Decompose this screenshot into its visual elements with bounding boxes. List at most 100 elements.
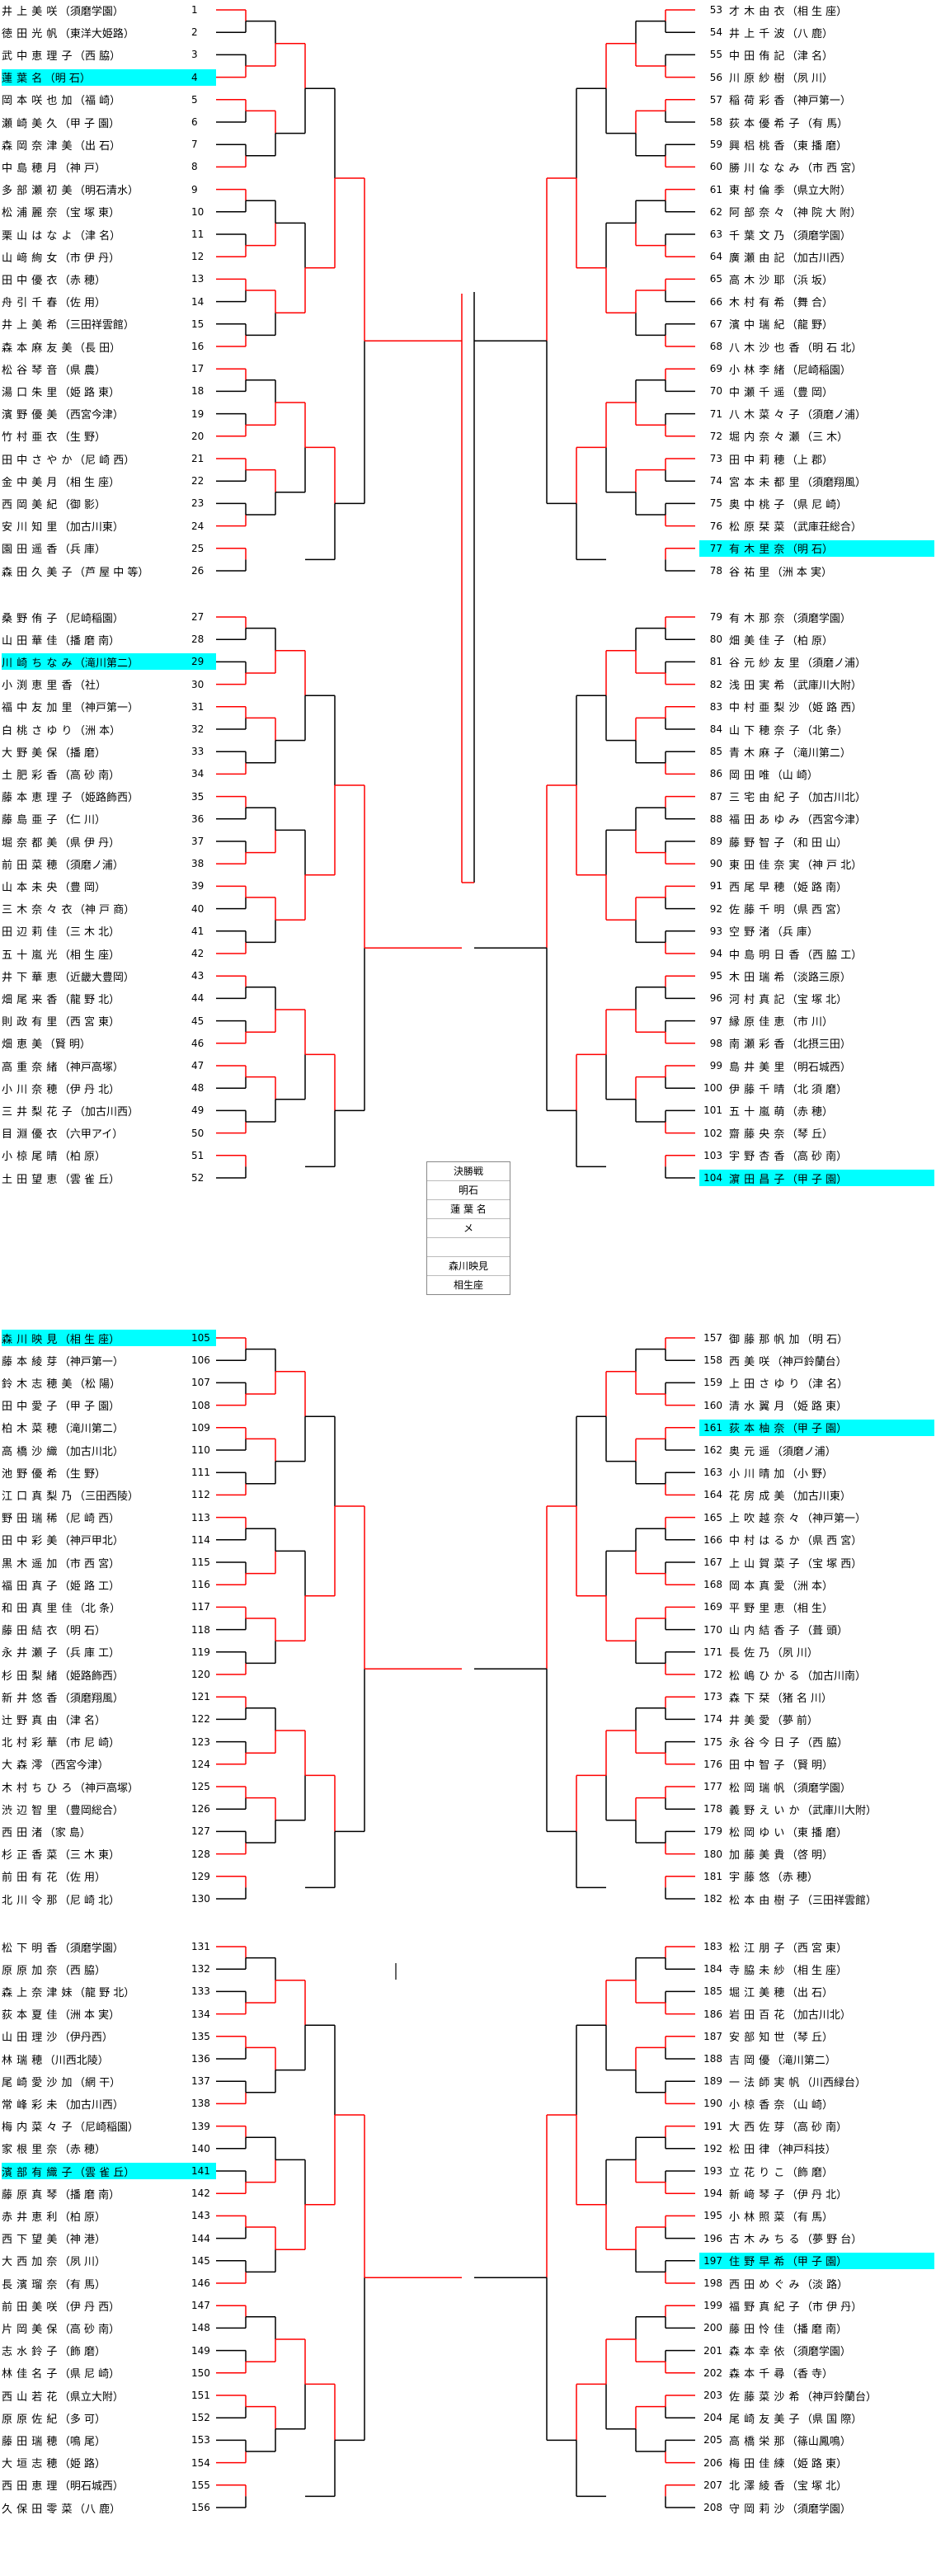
player-school: （尼崎稲園） bbox=[59, 612, 124, 625]
player-entry-left: 大 森 澪（西宮今津）124 bbox=[2, 1756, 216, 1773]
seed-number: 127 bbox=[191, 1825, 210, 1838]
player-entry-left: 辻 野 真 由（津 名）122 bbox=[2, 1711, 216, 1727]
seed-number: 101 bbox=[703, 1104, 722, 1117]
player-school: （姫 路 東） bbox=[59, 386, 120, 399]
seed-number: 188 bbox=[703, 2053, 722, 2065]
player-school: （明 石） bbox=[786, 544, 834, 557]
player-school: （武庫荘総合） bbox=[786, 521, 862, 535]
seed-number: 43 bbox=[191, 970, 205, 982]
player-school: （津 名） bbox=[786, 49, 834, 63]
player-name: 藤 原 真 琴 bbox=[2, 2188, 58, 2202]
player-school: （姫路飾西） bbox=[74, 792, 139, 805]
player-name: 荻 本 優 希 子 bbox=[729, 117, 801, 130]
seed-number: 98 bbox=[709, 1037, 722, 1049]
player-name: 西 岡 美 紀 bbox=[2, 498, 58, 511]
player-entry-left: 和 田 真 里 佳（北 条）117 bbox=[2, 1599, 216, 1615]
player-name: 大 野 美 保 bbox=[2, 746, 58, 760]
player-name: 西 美 咲 bbox=[729, 1355, 770, 1368]
player-school: （神戸甲北） bbox=[59, 1535, 124, 1548]
player-name: 木 村 有 希 bbox=[729, 297, 785, 310]
player-name: 西 尾 早 穂 bbox=[729, 881, 785, 894]
player-entry-left: 松 浦 麗 奈（宝 塚 東）10 bbox=[2, 204, 216, 220]
player-name: 有 木 那 奈 bbox=[729, 612, 785, 625]
player-school: （洲 本 実） bbox=[59, 2009, 120, 2023]
seed-number: 71 bbox=[709, 407, 722, 420]
player-name: 福 野 真 紀 子 bbox=[729, 2301, 801, 2314]
player-name: 島 井 美 里 bbox=[729, 1061, 785, 1074]
seed-number: 100 bbox=[703, 1082, 722, 1095]
player-school: （鳴 尾） bbox=[59, 2435, 106, 2448]
player-school: （北 条） bbox=[74, 1602, 121, 1615]
player-school: （伊丹西） bbox=[59, 2032, 113, 2045]
player-name: 八 木 沙 也 香 bbox=[729, 341, 801, 355]
seed-number: 18 bbox=[191, 385, 205, 398]
player-entry-left: 田 中 彩 美（神戸甲北）114 bbox=[2, 1532, 216, 1548]
seed-number: 147 bbox=[191, 2300, 210, 2312]
seed-number: 142 bbox=[191, 2187, 210, 2200]
seed-number: 32 bbox=[191, 723, 205, 735]
player-name: 上 田 さ ゆ り bbox=[729, 1377, 801, 1391]
player-school: （姫 路） bbox=[59, 2458, 106, 2471]
player-school: （武庫川大附） bbox=[786, 680, 862, 693]
player-school: （相 生 座） bbox=[786, 1964, 848, 1977]
final-result-legend: 決勝戦 明石 蓮 葉 名 メ 森川映見 相生座 bbox=[426, 1161, 510, 1295]
seed-number: 136 bbox=[191, 2053, 210, 2065]
player-name: 林 瑞 穂 bbox=[2, 2054, 43, 2067]
player-school: （仁 川） bbox=[59, 814, 106, 827]
player-entry-left: 西 山 若 花（県立大附）151 bbox=[2, 2387, 216, 2404]
player-entry-left: 黒 木 遥 加（市 西 宮）115 bbox=[2, 1554, 216, 1571]
seed-number: 132 bbox=[191, 1963, 210, 1976]
player-school: （県 西 宮） bbox=[786, 904, 848, 917]
player-entry-left: 川 崎 ち な み（滝川第二）29 bbox=[2, 653, 216, 671]
player-school: （賢 明） bbox=[786, 1759, 834, 1773]
player-school: （夙 川） bbox=[786, 73, 834, 86]
seed-number: 81 bbox=[709, 656, 722, 668]
player-school: （佐 用） bbox=[59, 1872, 106, 1885]
player-school: （篠山鳳鳴） bbox=[786, 2435, 851, 2448]
seed-number: 140 bbox=[191, 2142, 210, 2155]
player-name: 田 中 智 子 bbox=[729, 1759, 785, 1773]
seed-number: 11 bbox=[191, 228, 205, 240]
player-entry-left: 土 肥 彩 香（高 砂 南）34 bbox=[2, 765, 216, 782]
seed-number: 133 bbox=[191, 1985, 210, 1998]
player-school: （北 須 磨） bbox=[786, 1083, 848, 1096]
player-name: 守 岡 莉 沙 bbox=[729, 2503, 785, 2516]
player-school: （明石清水） bbox=[74, 185, 139, 198]
player-name: 濱 部 有 織 子 bbox=[2, 2166, 73, 2179]
player-name: 常 峰 彩 未 bbox=[2, 2098, 58, 2112]
player-entry-left: 藤 島 亜 子（仁 川）36 bbox=[2, 811, 216, 827]
seed-number: 150 bbox=[191, 2366, 210, 2379]
player-entry-left: 三 木 奈 々 衣（神 戸 商）40 bbox=[2, 901, 216, 917]
player-school: （赤 穂） bbox=[59, 274, 106, 287]
player-school: （三田祥雲館） bbox=[59, 319, 134, 332]
player-name: 原 原 佐 紀 bbox=[2, 2413, 58, 2426]
player-name: 井 下 華 恵 bbox=[2, 971, 58, 984]
player-name: 長 佐 乃 bbox=[729, 1647, 770, 1660]
legend-row: 森川映見 bbox=[427, 1257, 510, 1276]
player-school: （西 宮 東） bbox=[786, 1942, 848, 1955]
player-school: （加古川南） bbox=[802, 1669, 867, 1683]
legend-row: 相生座 bbox=[453, 1279, 483, 1291]
player-name: 平 野 里 恵 bbox=[729, 1602, 785, 1615]
seed-number: 84 bbox=[709, 723, 722, 735]
player-name: 小 椋 尾 晴 bbox=[2, 1151, 58, 1164]
player-name: 永 井 瀬 子 bbox=[2, 1647, 58, 1660]
player-name: 浅 田 実 希 bbox=[729, 680, 785, 693]
player-school: （加古川東） bbox=[786, 1490, 851, 1503]
seed-number: 153 bbox=[191, 2434, 210, 2446]
